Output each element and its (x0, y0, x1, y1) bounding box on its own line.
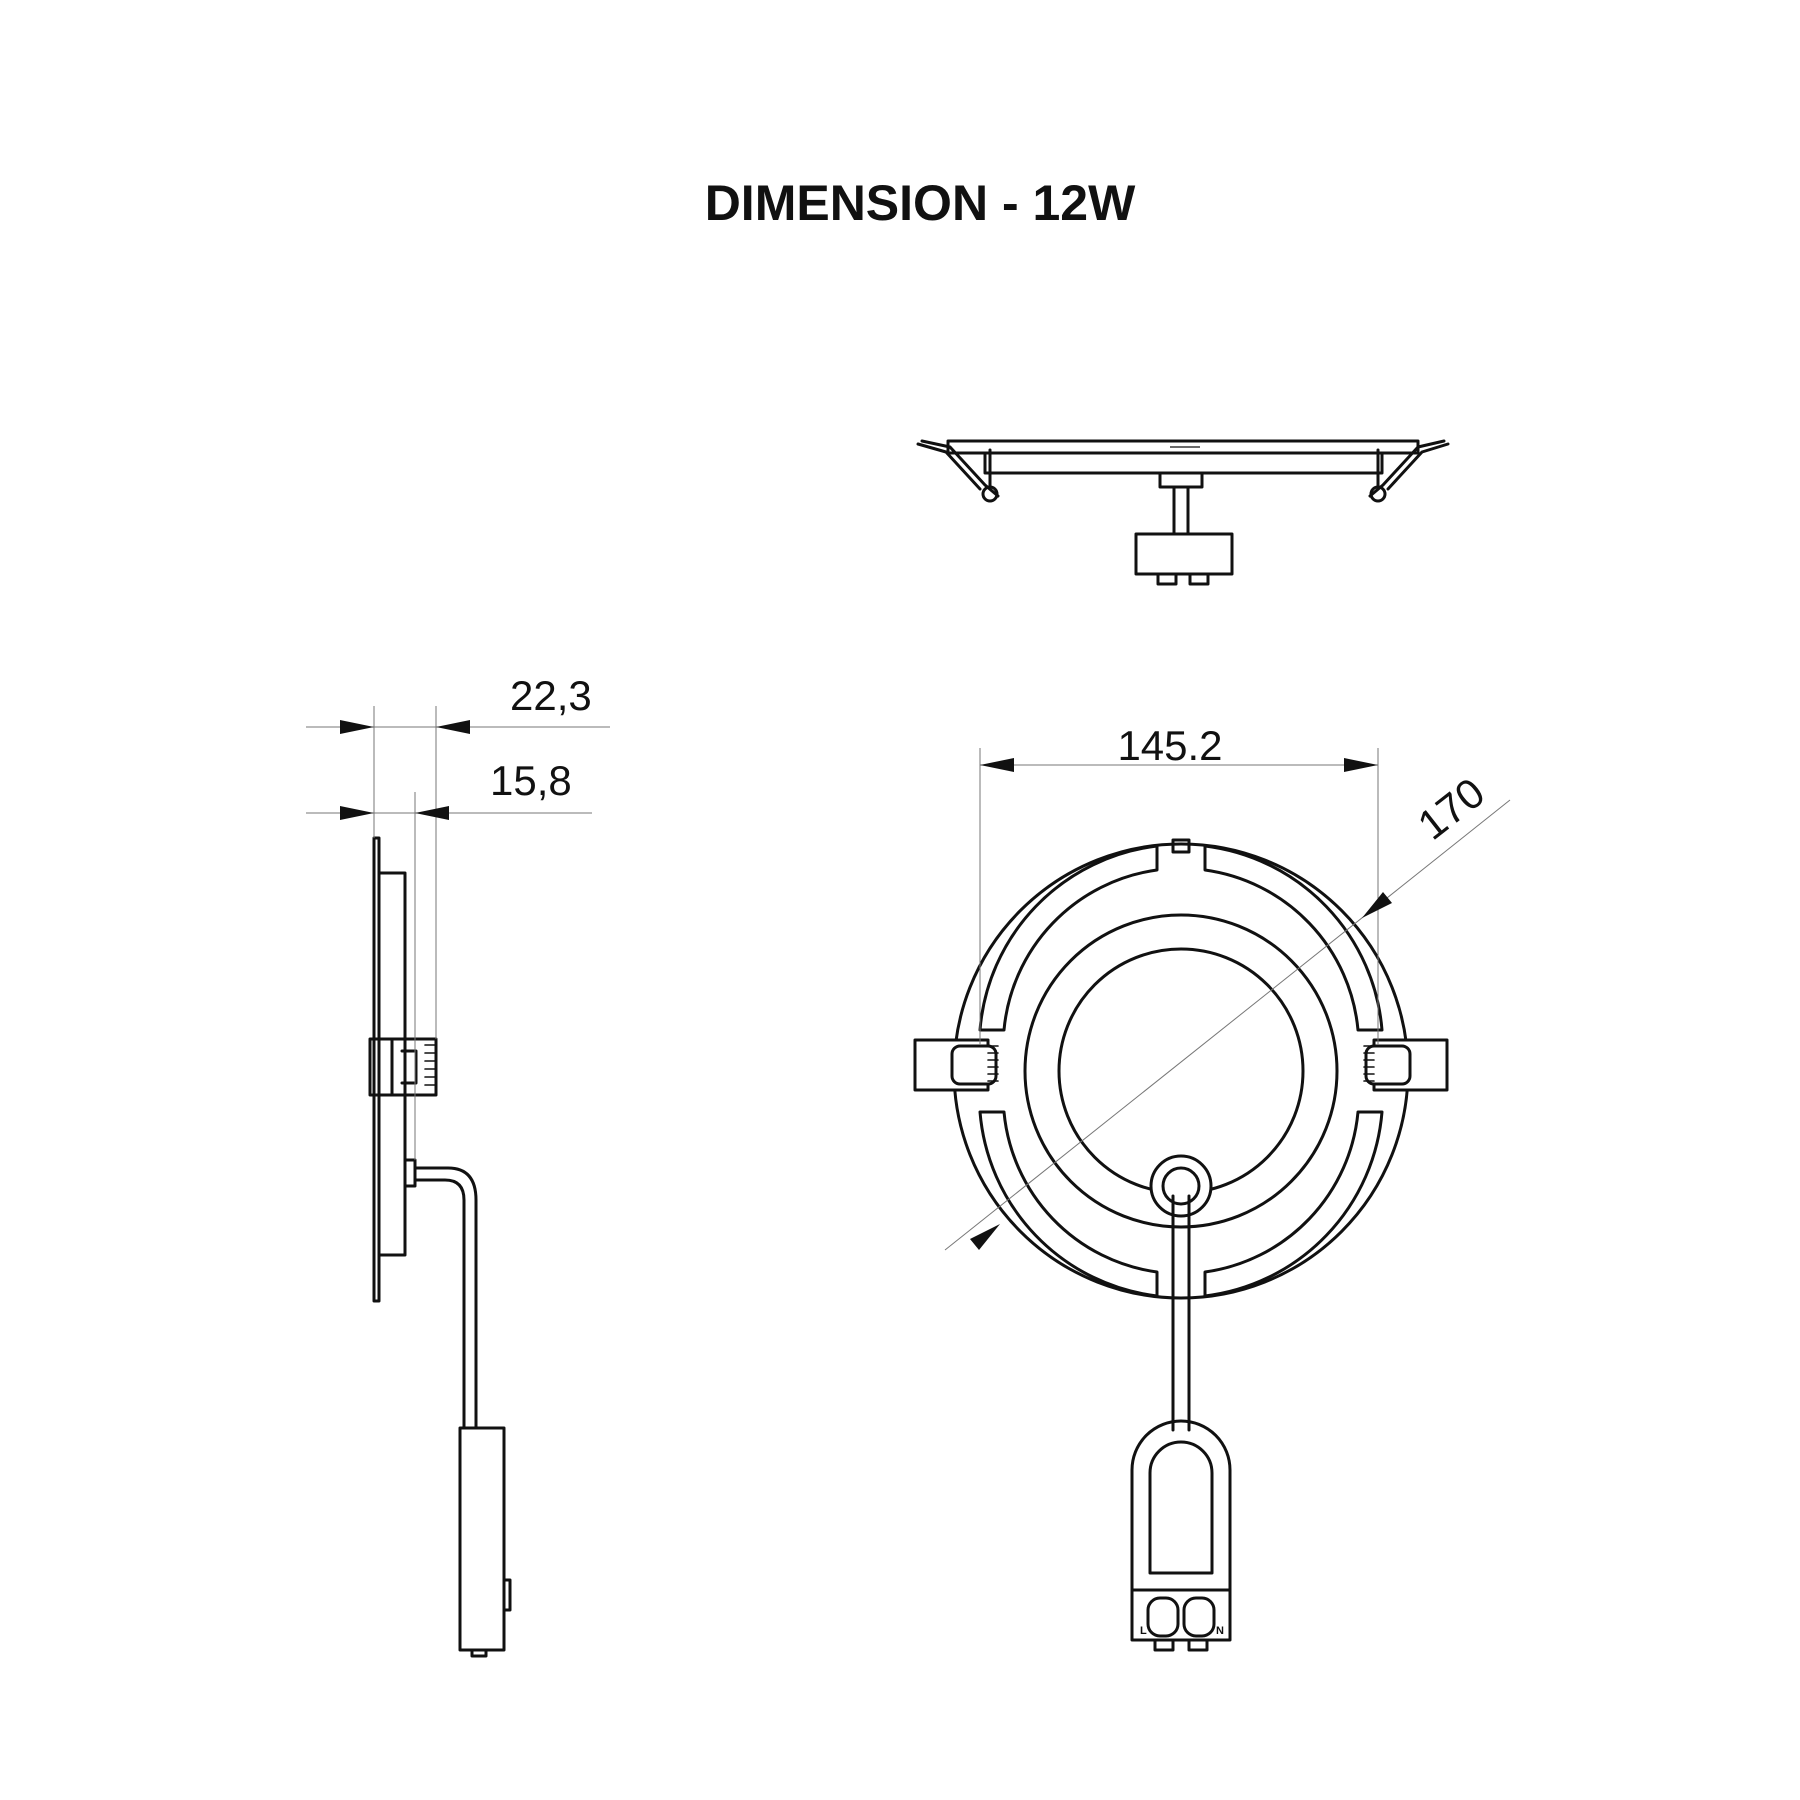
page-title: DIMENSION - 12W (705, 175, 1136, 231)
side-view-dimensions (306, 706, 610, 1160)
top-view (916, 439, 1450, 586)
terminal-label-n: N (1216, 1625, 1224, 1637)
terminal-label-l: L (1140, 1625, 1147, 1637)
side-view-cable (413, 1166, 478, 1430)
dimension-trim-diameter: 170 (1409, 768, 1493, 848)
front-view-top-notch (1171, 838, 1191, 854)
front-view-driver-box (1130, 1419, 1232, 1592)
side-view-driver-foot (470, 1648, 488, 1658)
top-view-body (983, 451, 1384, 475)
top-view-left-spring-clip (916, 439, 1000, 503)
front-view-terminal-block (1130, 1588, 1232, 1652)
side-view-driver-box (458, 1426, 506, 1652)
dimension-body-depth: 15,8 (490, 757, 572, 804)
dimension-overall-depth: 22,3 (510, 672, 592, 719)
top-view-driver-terminal (1156, 572, 1178, 586)
front-view-dimensions (970, 748, 1392, 1250)
front-view-right-spring-clip (1363, 1038, 1449, 1092)
front-view-lens-outer (1023, 913, 1339, 1229)
side-view (368, 836, 512, 1658)
front-view-cable-gland (1149, 1154, 1213, 1218)
side-view-cable-gland (403, 1158, 417, 1188)
dimension-body-diameter: 145.2 (1117, 722, 1222, 769)
side-view-driver-switch (502, 1578, 512, 1612)
front-view-left-spring-clip (913, 1038, 999, 1092)
front-view: L N (913, 799, 1511, 1652)
top-view-cable-gland (1158, 471, 1204, 489)
top-view-right-spring-clip (1368, 439, 1450, 503)
top-view-driver-box (1134, 532, 1234, 576)
front-view-ring-slots (978, 844, 1384, 1298)
front-view-trim-outer (952, 842, 1410, 1300)
side-view-body (377, 871, 407, 1257)
side-view-spring-clip (368, 1037, 438, 1097)
